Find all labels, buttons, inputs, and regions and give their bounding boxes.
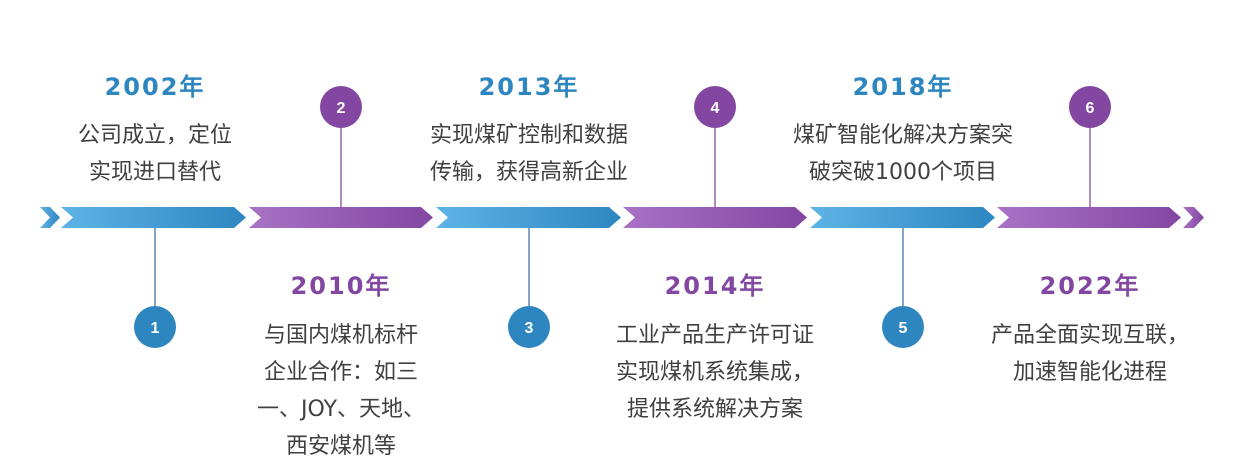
milestone-description-3: 实现煤矿控制和数据传输，获得高新企业 [394,117,664,191]
milestone-year-6: 2022年 [1039,272,1141,300]
milestone-description-line: 一、JOY、天地、 [256,397,426,422]
milestone-description-line: 西安煤机等 [285,434,396,459]
arrow-segment-4 [623,207,807,228]
milestone-node-5 [882,306,924,348]
milestone-node-3 [508,306,550,348]
milestone-description-line: 公司成立，定位 [77,123,232,148]
milestone-node-6 [1069,86,1111,128]
milestone-description-line: 产品全面实现互联， [990,323,1189,348]
milestone-description-line: 实现进口替代 [88,160,221,185]
milestone-node-number-2: 2 [337,100,346,117]
arrow-segment-6 [997,207,1181,228]
arrow-segment-3 [436,207,621,228]
milestone-node-number-4: 4 [711,100,720,117]
milestone-description-line: 实现煤机系统集成， [615,360,814,385]
milestone-description-2: 与国内煤机标杆企业合作：如三一、JOY、天地、西安煤机等 [206,317,476,465]
milestone-description-6: 产品全面实现互联， 加速智能化进程 [955,317,1225,391]
milestone-node-1 [134,306,176,348]
milestone-description-line: 煤矿智能化解决方案突 [792,123,1013,148]
milestone-description-5: 煤矿智能化解决方案突破突破1000个项目 [768,117,1038,191]
milestone-node-4 [694,86,736,128]
milestone-description-line: 提供系统解决方案 [626,397,803,422]
milestone-node-number-3: 3 [525,320,534,337]
milestone-node-number-6: 6 [1086,100,1095,117]
arrow-segment-2 [249,207,433,228]
milestone-node-number-5: 5 [899,320,908,337]
milestone-description-line: 实现煤矿控制和数据 [429,123,628,148]
arrow-tail-chevron [1183,207,1204,228]
milestone-description-line: 与国内煤机标杆 [263,323,418,348]
milestone-year-5: 2018年 [852,73,954,101]
milestone-description-line: 传输，获得高新企业 [429,160,628,185]
arrow-lead-chevron [40,207,60,228]
milestone-node-2 [320,86,362,128]
milestone-description-4: 工业产品生产许可证实现煤机系统集成， 提供系统解决方案 [580,317,850,428]
milestone-year-2: 2010年 [290,272,392,300]
milestone-year-3: 2013年 [478,73,580,101]
arrow-segment-5 [810,207,995,228]
milestone-node-number-1: 1 [151,320,160,337]
milestone-description-1: 公司成立，定位实现进口替代 [20,117,290,191]
milestone-description-line: 工业产品生产许可证 [615,323,814,348]
milestone-year-4: 2014年 [664,272,766,300]
milestone-description-line: 加速智能化进程 [1012,360,1167,385]
milestone-year-1: 2002年 [104,73,206,101]
milestone-description-line: 企业合作：如三 [263,360,418,385]
milestone-description-line: 破突破1000个项目 [809,160,997,185]
arrow-segment-1 [61,207,246,228]
